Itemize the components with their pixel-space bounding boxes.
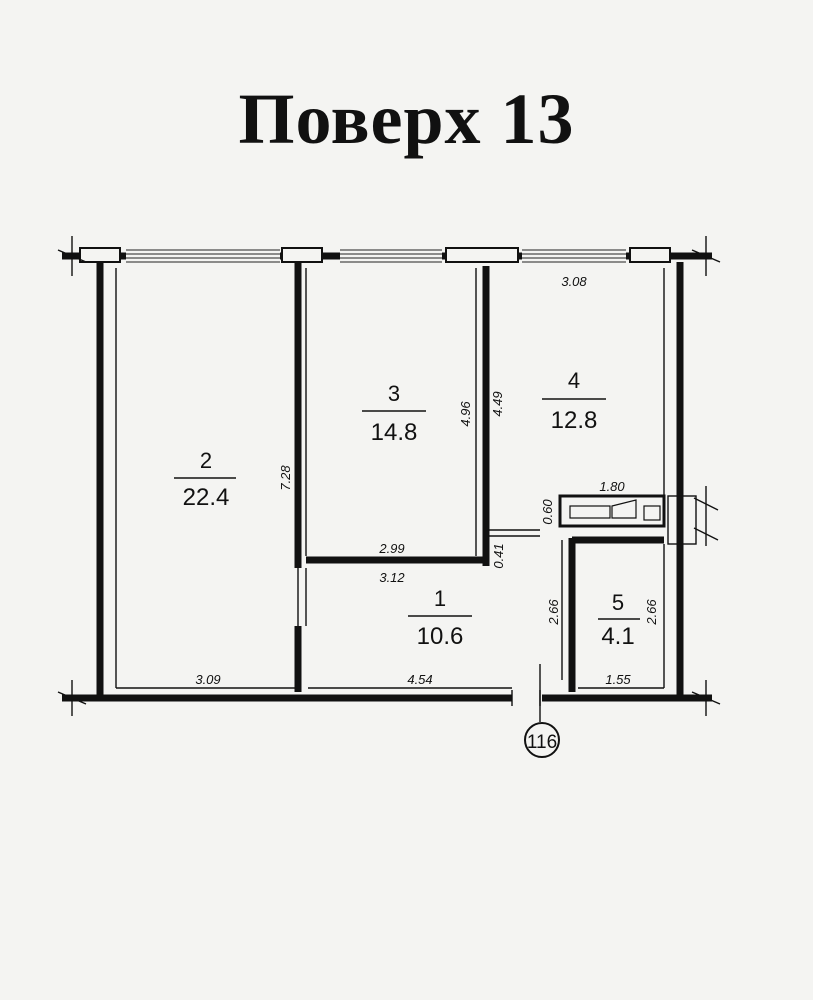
dim-room2-depth: 7.28 <box>278 465 293 491</box>
interior-walls <box>294 262 697 722</box>
room-labels: 2 22.4 3 14.8 4 12.8 1 10.6 5 4.1 <box>174 368 640 650</box>
top-windows <box>79 247 671 264</box>
room-2-area: 22.4 <box>183 484 230 511</box>
dimension-labels: 3.08 4.96 4.49 7.28 2.99 3.12 0.41 1.80 … <box>195 274 659 687</box>
axis-ticks <box>57 236 721 716</box>
dim-partition: 0.41 <box>491 543 506 568</box>
room-1-number: 1 <box>434 586 446 611</box>
dim-room1-bottom: 4.54 <box>407 672 432 687</box>
room-1-area: 10.6 <box>417 623 464 650</box>
dim-room3-bottom: 2.99 <box>378 541 404 556</box>
dim-bath-width: 1.80 <box>599 479 625 494</box>
room-4-number: 4 <box>568 368 580 393</box>
dim-room4-wall-left: 4.49 <box>490 391 505 416</box>
room-5-number: 5 <box>612 590 624 615</box>
room-3-number: 3 <box>388 381 400 406</box>
room-5-area: 4.1 <box>601 623 634 650</box>
room-2-number: 2 <box>200 448 212 473</box>
dim-room1-top: 3.12 <box>379 570 405 585</box>
dim-room5-right: 2.66 <box>644 599 659 626</box>
dim-room4-width: 3.08 <box>561 274 587 289</box>
dim-room5-left: 2.66 <box>546 599 561 626</box>
axis-marker: 116 <box>524 722 560 758</box>
room-3-area: 14.8 <box>371 419 418 446</box>
dim-room2-bottom: 3.09 <box>195 672 220 687</box>
axis-marker-label: 116 <box>527 732 557 753</box>
room-4-area: 12.8 <box>551 407 598 434</box>
dim-room3-wall-left: 4.96 <box>458 401 473 427</box>
dim-room5-bottom: 1.55 <box>605 672 631 687</box>
dim-bath-depth: 0.60 <box>540 499 555 525</box>
floor-title: Поверх 13 <box>238 79 575 159</box>
